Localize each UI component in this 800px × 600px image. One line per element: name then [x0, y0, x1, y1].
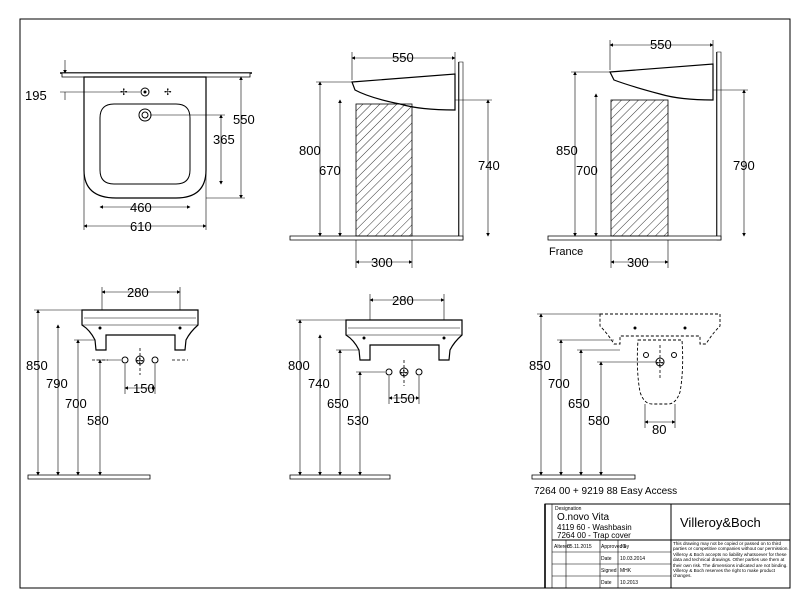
- title-block: Designation O.novo Vita 4119 60 - Washba…: [544, 503, 791, 589]
- front-view-2: ✢ 280 800 740 650 530 150: [288, 293, 463, 480]
- dim-700: 700: [576, 163, 598, 178]
- dim-80: 80: [652, 422, 666, 437]
- row-0-role: Approved by: [601, 544, 630, 550]
- row-3-role: Date: [601, 580, 612, 586]
- notice-box: This drawing may not be copied or passed…: [673, 541, 789, 579]
- brand-name: Villeroy&Boch: [680, 515, 761, 530]
- row-1-role: Date: [601, 556, 612, 562]
- dim-195: 195: [25, 88, 47, 103]
- product-line-1: 4119 60 - Washbasin: [557, 523, 632, 532]
- dim-670: 670: [319, 163, 341, 178]
- dim-280: 280: [392, 293, 414, 308]
- dim-740: 740: [308, 376, 330, 391]
- designation-label: Designation: [555, 506, 582, 512]
- dim-280: 280: [127, 285, 149, 300]
- row-3-value: 10.2013: [620, 580, 638, 586]
- france-label: France: [549, 246, 583, 258]
- easy-access-caption: 7264 00 + 9219 88 Easy Access: [534, 486, 677, 497]
- product-name: O.novo Vita: [557, 512, 610, 523]
- row-0-value: JG: [620, 544, 627, 550]
- dim-740: 740: [478, 158, 500, 173]
- dim-700: 700: [65, 396, 87, 411]
- dim-530: 530: [347, 413, 369, 428]
- dim-580: 580: [588, 413, 610, 428]
- dim-800: 800: [288, 358, 310, 373]
- front-view-3: ✢ 850 700 650 580 80 7264 00 + 9219 88 E…: [529, 313, 721, 497]
- row-1-value: 10.03.2014: [620, 556, 645, 562]
- legal-notice: This drawing may not be copied or passed…: [673, 541, 789, 579]
- row-2-role: Signed: [601, 568, 617, 574]
- dim-800: 800: [299, 143, 321, 158]
- dim-150: 150: [393, 391, 415, 406]
- dim-550: 550: [233, 112, 255, 127]
- dim-460: 460: [130, 200, 152, 215]
- dim-650: 650: [327, 396, 349, 411]
- dim-650: 650: [568, 396, 590, 411]
- dim-790: 790: [733, 158, 755, 173]
- dim-850: 850: [26, 358, 48, 373]
- dim-790: 790: [46, 376, 68, 391]
- side-view-2: 550 850 700 790 300 France: [547, 37, 755, 270]
- dim-850: 850: [529, 358, 551, 373]
- dim-700: 700: [548, 376, 570, 391]
- side-view-1: 550 800 670 740 300: [289, 50, 500, 270]
- dim-365: 365: [213, 132, 235, 147]
- row-2-value: MHK: [620, 568, 632, 574]
- row-0-label: Altered: [554, 544, 570, 550]
- dim-300: 300: [627, 255, 649, 270]
- dim-850: 850: [556, 143, 578, 158]
- product-line-2: 7264 00 - Trap cover: [557, 531, 631, 540]
- dim-550: 550: [392, 50, 414, 65]
- row-0-date: 05.11.2015: [567, 544, 592, 550]
- dim-550: 550: [650, 37, 672, 52]
- dim-300: 300: [371, 255, 393, 270]
- dim-150: 150: [133, 381, 155, 396]
- dim-580: 580: [87, 413, 109, 428]
- top-view: ✢ ✢ 195 550 365 460 610: [25, 60, 255, 234]
- sheet-frame: [19, 18, 791, 589]
- dim-610: 610: [130, 219, 152, 234]
- front-view-1: ✢ 280 850 790 700 580 150: [26, 285, 199, 480]
- svg-text:✢: ✢: [164, 87, 172, 97]
